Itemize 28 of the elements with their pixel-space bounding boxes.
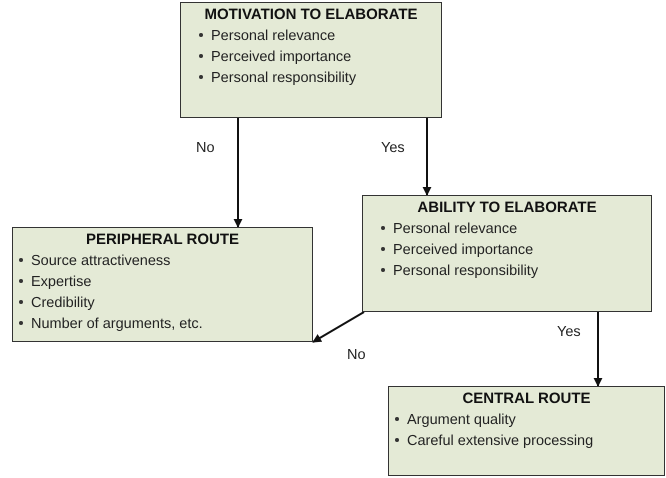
process-box: [388, 386, 665, 476]
process-box: [12, 227, 313, 342]
arrow: [594, 312, 602, 387]
bullet-item: Personal responsibility: [369, 261, 645, 282]
box-heading: CENTRAL ROUTE: [461, 390, 592, 407]
process-box: [180, 2, 442, 118]
edge-label: Yes: [381, 140, 405, 156]
bullet-item: Personal relevance: [187, 26, 435, 47]
box-heading: PERIPHERAL ROUTE: [84, 231, 240, 248]
arrow: [422, 118, 432, 196]
process-box: [362, 195, 652, 312]
box-heading: MOTIVATION TO ELABORATE: [203, 6, 419, 23]
bullet-item: Careful extensive processing: [395, 431, 658, 452]
arrow: [234, 118, 242, 228]
edge-label: Yes: [557, 324, 581, 340]
bullet-item: Perceived importance: [369, 240, 645, 261]
arrow: [312, 311, 365, 343]
bullet-item: Number of arguments, etc.: [19, 314, 306, 335]
edge-label: No: [196, 140, 215, 156]
bullet-item: Personal responsibility: [187, 68, 435, 89]
bullet-item: Expertise: [19, 272, 306, 293]
box-heading: ABILITY TO ELABORATE: [416, 199, 598, 216]
bullet-item: Perceived importance: [187, 47, 435, 68]
bullet-item: Source attractiveness: [19, 251, 306, 272]
bullet-item: Personal relevance: [369, 219, 645, 240]
bullet-item: Credibility: [19, 293, 306, 314]
edge-label: No: [347, 347, 366, 363]
bullet-item: Argument quality: [395, 410, 658, 431]
